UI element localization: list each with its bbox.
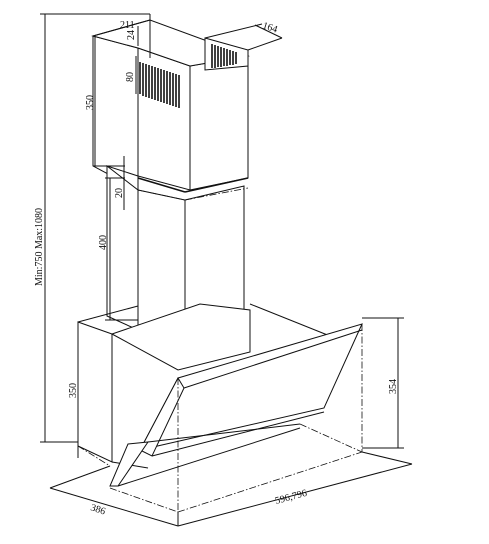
hood-width-label: 596,796 xyxy=(274,488,308,507)
dimension-lines xyxy=(40,13,413,527)
chimney-width-label: 211 xyxy=(120,20,135,31)
glass-panel xyxy=(109,323,363,487)
body-height-label: 350 xyxy=(68,383,79,398)
upper-chimney-height-label: 350 xyxy=(85,95,96,110)
lower-chimney-height-label: 400 xyxy=(98,235,109,250)
vent-grille xyxy=(139,44,237,108)
construction-lines xyxy=(77,324,363,513)
glass-height-label: 354 xyxy=(388,379,399,394)
total-height-label: Min:750 Max:1080 xyxy=(34,208,45,286)
hood-depth-label: 386 xyxy=(89,502,107,517)
chimney-depth-label: 164 xyxy=(261,20,279,35)
vent-height-label: 80 xyxy=(125,72,136,82)
overlap-label: 20 xyxy=(114,188,125,198)
hood-body xyxy=(77,303,331,469)
chimney-top-offset-label: 24 xyxy=(126,30,137,40)
